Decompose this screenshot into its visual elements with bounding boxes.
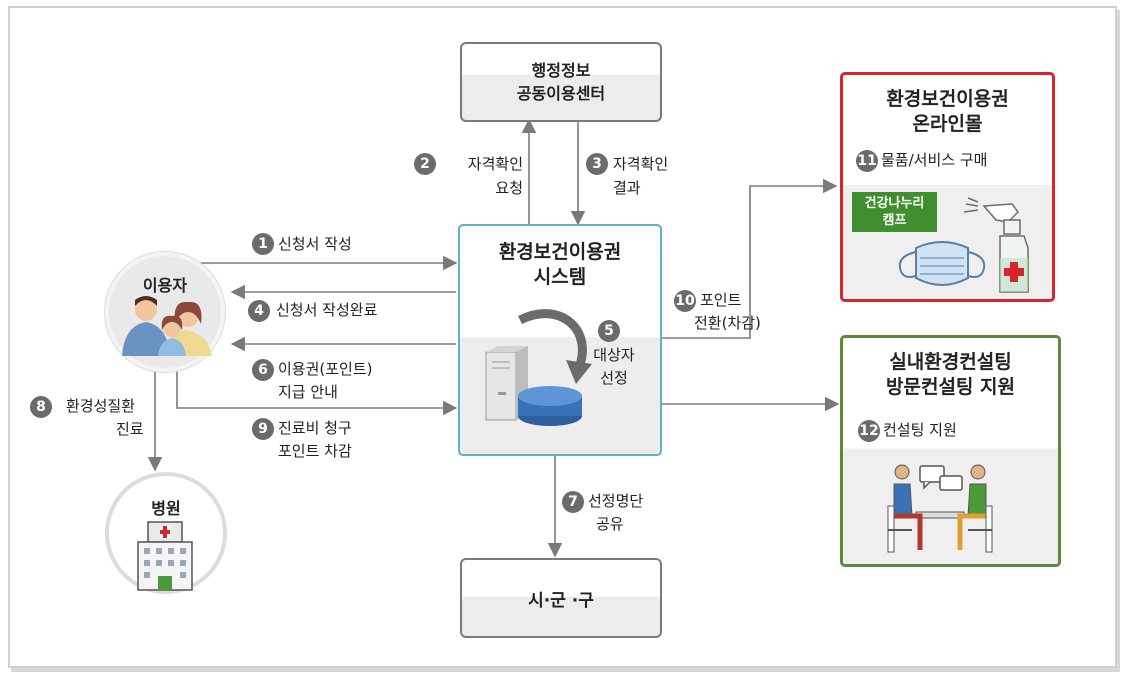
step-6-line1: 이용권(포인트) — [278, 360, 373, 378]
system-title-line2: 시스템 — [533, 266, 587, 288]
step-9-line2: 포인트 차감 — [278, 442, 352, 460]
consult-title-line2: 방문컨설팅 지원 — [886, 376, 1015, 398]
step-11-badge: 11 — [856, 150, 878, 172]
step-8-badge: 8 — [30, 396, 52, 418]
local-gov-label: 시·군 ·구 — [528, 590, 594, 611]
step-3-line1: 자격확인 — [613, 155, 669, 173]
mall-title-line2: 온라인몰 — [912, 113, 983, 135]
arrow-step-9 — [176, 362, 458, 416]
step-9-line1: 진료비 청구 — [278, 419, 352, 437]
step-3-badge: 3 — [586, 153, 608, 175]
step-4-text: 신청서 작성완료 — [276, 301, 378, 319]
user-label: 이용자 — [142, 276, 188, 295]
step-8-line1: 환경성질환 — [66, 397, 136, 415]
admin-center-line2: 공동이용센터 — [516, 84, 606, 103]
camp-tag-line1: 건강나누리 — [864, 196, 925, 211]
step-5-badge: 5 — [598, 320, 620, 342]
admin-center-box: 행정정보 공동이용센터 — [460, 42, 662, 122]
step-7-line2: 공유 — [596, 515, 624, 533]
step-10-line2: 전환(차감) — [694, 314, 761, 332]
local-gov-box: 시·군 ·구 — [460, 558, 662, 638]
step-12-badge: 12 — [858, 420, 880, 442]
step-8-line2: 진료 — [116, 420, 144, 438]
consulting-box: 실내환경컨설팅 방문컨설팅 지원 — [840, 335, 1061, 567]
mall-sub-label: 물품/서비스 구매 — [881, 151, 988, 169]
step-9-badge: 9 — [252, 418, 274, 440]
step-1-badge: 1 — [252, 233, 274, 255]
step-1-text: 신청서 작성 — [278, 235, 352, 253]
consult-title-line1: 실내환경컨설팅 — [889, 351, 1012, 373]
step-7-line1: 선정명단 — [588, 492, 644, 510]
step-4-badge: 4 — [248, 300, 270, 322]
step-2-line2: 요청 — [495, 179, 523, 197]
camp-tag-line2: 캠프 — [882, 213, 907, 228]
step-2-line1: 자격확인 — [467, 155, 523, 173]
step-10-line1: 포인트 — [700, 291, 742, 309]
system-title-line1: 환경보건이용권 — [498, 241, 622, 263]
step-3-line2: 결과 — [613, 179, 641, 197]
arrow-step-10 — [662, 178, 838, 339]
camp-tag: 건강나누리 캠프 — [852, 192, 937, 232]
step-2-badge: 2 — [414, 153, 436, 175]
step-5-line1: 대상자 — [593, 346, 635, 364]
admin-center-line1: 행정정보 — [531, 61, 591, 80]
step-6-badge: 6 — [252, 359, 274, 381]
step-10-badge: 10 — [674, 290, 696, 312]
outer-frame — [8, 6, 1117, 668]
step-6-line2: 지급 안내 — [278, 383, 338, 401]
hospital-label: 병원 — [151, 499, 181, 518]
step-5-line2: 선정 — [600, 369, 628, 387]
step-7-badge: 7 — [562, 491, 584, 513]
mall-title-line1: 환경보건이용권 — [886, 88, 1009, 110]
consult-sub-label: 컨설팅 지원 — [883, 421, 957, 439]
